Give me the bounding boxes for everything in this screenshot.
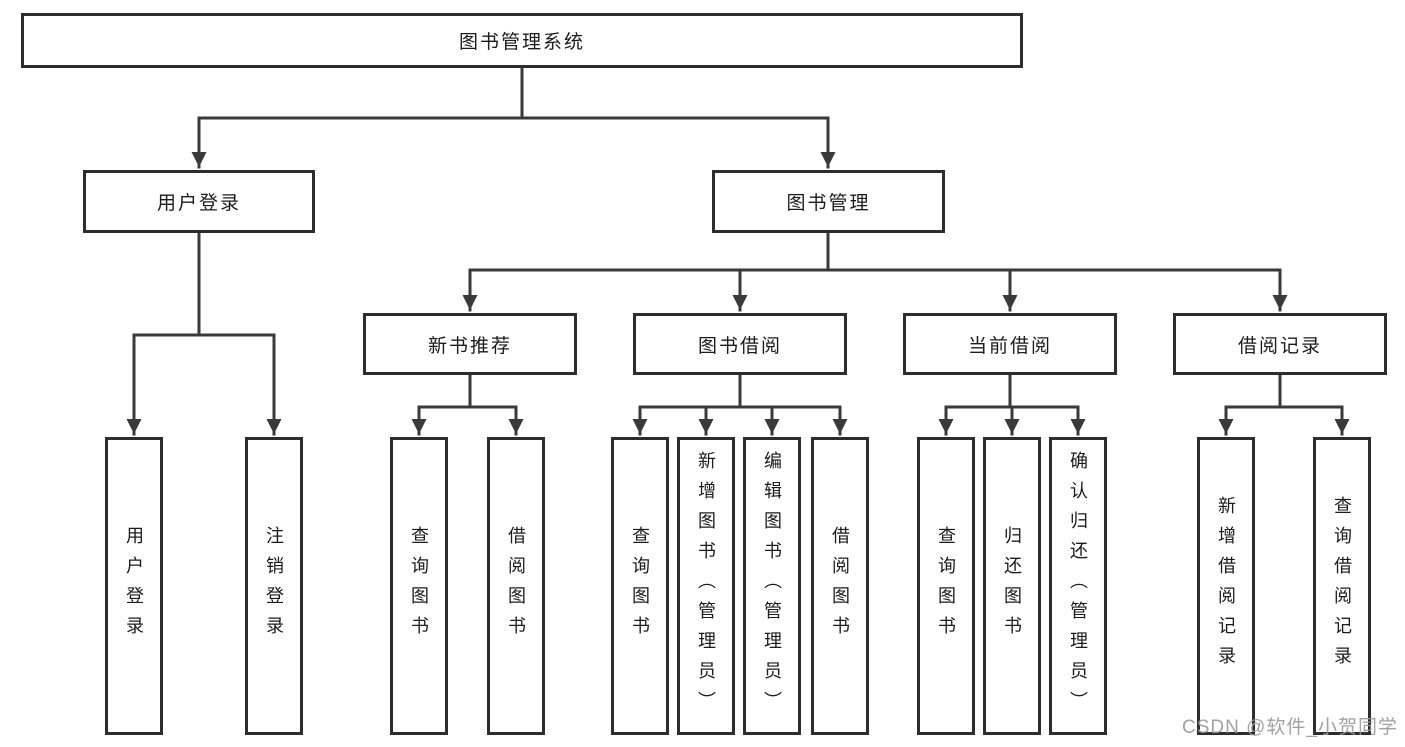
node-new-book-recommend: 新书推荐	[363, 313, 577, 375]
leaf-logout-label: 注销登录	[264, 526, 284, 646]
leaf-add-borrow-record-label: 新增借阅记录	[1216, 496, 1236, 676]
node-current-borrowing-label: 当前借阅	[967, 335, 1052, 357]
leaf-user-login-label: 用户登录	[124, 526, 144, 646]
leaf-query-books-borrowing: 查询图书	[611, 437, 669, 735]
node-book-borrowing: 图书借阅	[633, 313, 847, 375]
node-book-management-label: 图书管理	[786, 193, 871, 214]
leaf-query-books-current: 查询图书	[917, 437, 975, 735]
node-book-borrowing-label: 图书借阅	[697, 335, 782, 357]
leaf-query-books-borrowing-label: 查询图书	[630, 526, 650, 646]
leaf-user-login: 用户登录	[105, 437, 163, 735]
node-borrowing-records: 借阅记录	[1173, 313, 1387, 375]
leaf-query-books-recommend-label: 查询图书	[409, 526, 429, 646]
leaf-return-books: 归还图书	[983, 437, 1041, 735]
leaf-borrow-books: 借阅图书	[811, 437, 869, 735]
leaf-confirm-return-admin-label: 确认归还（管理员）	[1068, 451, 1088, 721]
node-root-label: 图书管理系统	[458, 32, 585, 53]
node-book-management: 图书管理	[712, 170, 945, 233]
node-root-library-system: 图书管理系统	[21, 13, 1023, 68]
csdn-watermark: CSDN @软件_小贺同学	[1182, 717, 1398, 738]
leaf-confirm-return-admin: 确认归还（管理员）	[1049, 437, 1107, 735]
node-new-book-recommend-label: 新书推荐	[427, 335, 512, 357]
leaf-return-books-label: 归还图书	[1002, 526, 1022, 646]
leaf-logout: 注销登录	[245, 437, 303, 735]
leaf-query-books-current-label: 查询图书	[936, 526, 956, 646]
leaf-edit-books-admin: 编辑图书（管理员）	[743, 437, 801, 735]
node-user-login-label: 用户登录	[156, 193, 241, 214]
leaf-add-books-admin-label: 新增图书（管理员）	[696, 451, 716, 721]
leaf-query-borrow-record-label: 查询借阅记录	[1332, 496, 1352, 676]
leaf-borrow-books-recommend: 借阅图书	[487, 437, 545, 735]
leaf-add-books-admin: 新增图书（管理员）	[677, 437, 735, 735]
leaf-query-borrow-record: 查询借阅记录	[1313, 437, 1371, 735]
leaf-query-books-recommend: 查询图书	[390, 437, 448, 735]
leaf-edit-books-admin-label: 编辑图书（管理员）	[762, 451, 782, 721]
node-borrowing-records-label: 借阅记录	[1237, 335, 1322, 357]
node-user-login: 用户登录	[83, 170, 315, 233]
node-current-borrowing: 当前借阅	[903, 313, 1117, 375]
leaf-borrow-books-recommend-label: 借阅图书	[506, 526, 526, 646]
leaf-borrow-books-label: 借阅图书	[830, 526, 850, 646]
leaf-add-borrow-record: 新增借阅记录	[1197, 437, 1255, 735]
